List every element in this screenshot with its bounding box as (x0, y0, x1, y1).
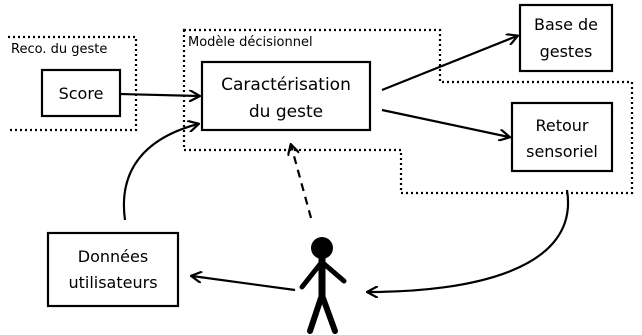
person-head (311, 237, 333, 259)
node-base-gestes-box (518, 3, 614, 73)
person-arm-right (320, 260, 347, 284)
region-modele-decisionnel: Modèle décisionnel (182, 28, 634, 195)
region-reco-border (8, 35, 138, 132)
node-caracterisation-box (200, 60, 372, 132)
person-leg-right (320, 295, 338, 334)
node-donnees-utilisateurs-box (46, 231, 180, 308)
node-base-gestes: Base de gestes (518, 3, 614, 73)
region-reco-du-geste: Reco. du geste (8, 35, 138, 132)
arrow-donnees-to-caracterisation (122, 124, 198, 221)
node-retour-sensoriel: Retour sensoriel (510, 101, 614, 173)
arrow-user-to-caracterisation-dashed (291, 145, 313, 219)
node-donnees-utilisateurs-line2: utilisateurs (68, 273, 157, 292)
person-figure-icon (299, 237, 347, 334)
region-reco-label: Reco. du geste (11, 42, 107, 57)
node-score-box (40, 68, 122, 118)
region-modele-border (182, 28, 634, 195)
node-score-label: Score (59, 84, 104, 103)
person-arm-left (299, 260, 324, 290)
node-caracterisation-line2: du geste (249, 102, 323, 122)
node-retour-sensoriel-line2: sensoriel (526, 142, 598, 161)
node-donnees-utilisateurs: Données utilisateurs (46, 231, 180, 308)
arrow-caracterisation-to-base (381, 36, 517, 92)
node-score: Score (40, 68, 122, 118)
person-leg-left (307, 295, 324, 334)
node-caracterisation-line1: Caractérisation (221, 75, 351, 95)
node-retour-sensoriel-line1: Retour (535, 116, 588, 135)
arrow-user-to-donnees (192, 276, 296, 292)
node-donnees-utilisateurs-line1: Données (78, 247, 148, 266)
region-modele-label: Modèle décisionnel (188, 35, 313, 50)
arrow-caracterisation-to-retour (381, 108, 509, 137)
arrow-score-to-caracterisation (119, 94, 199, 96)
node-base-gestes-line2: gestes (540, 42, 593, 61)
node-caracterisation: Caractérisation du geste (200, 60, 372, 132)
node-base-gestes-line1: Base de (534, 15, 598, 34)
arrow-retour-to-user (368, 189, 570, 292)
